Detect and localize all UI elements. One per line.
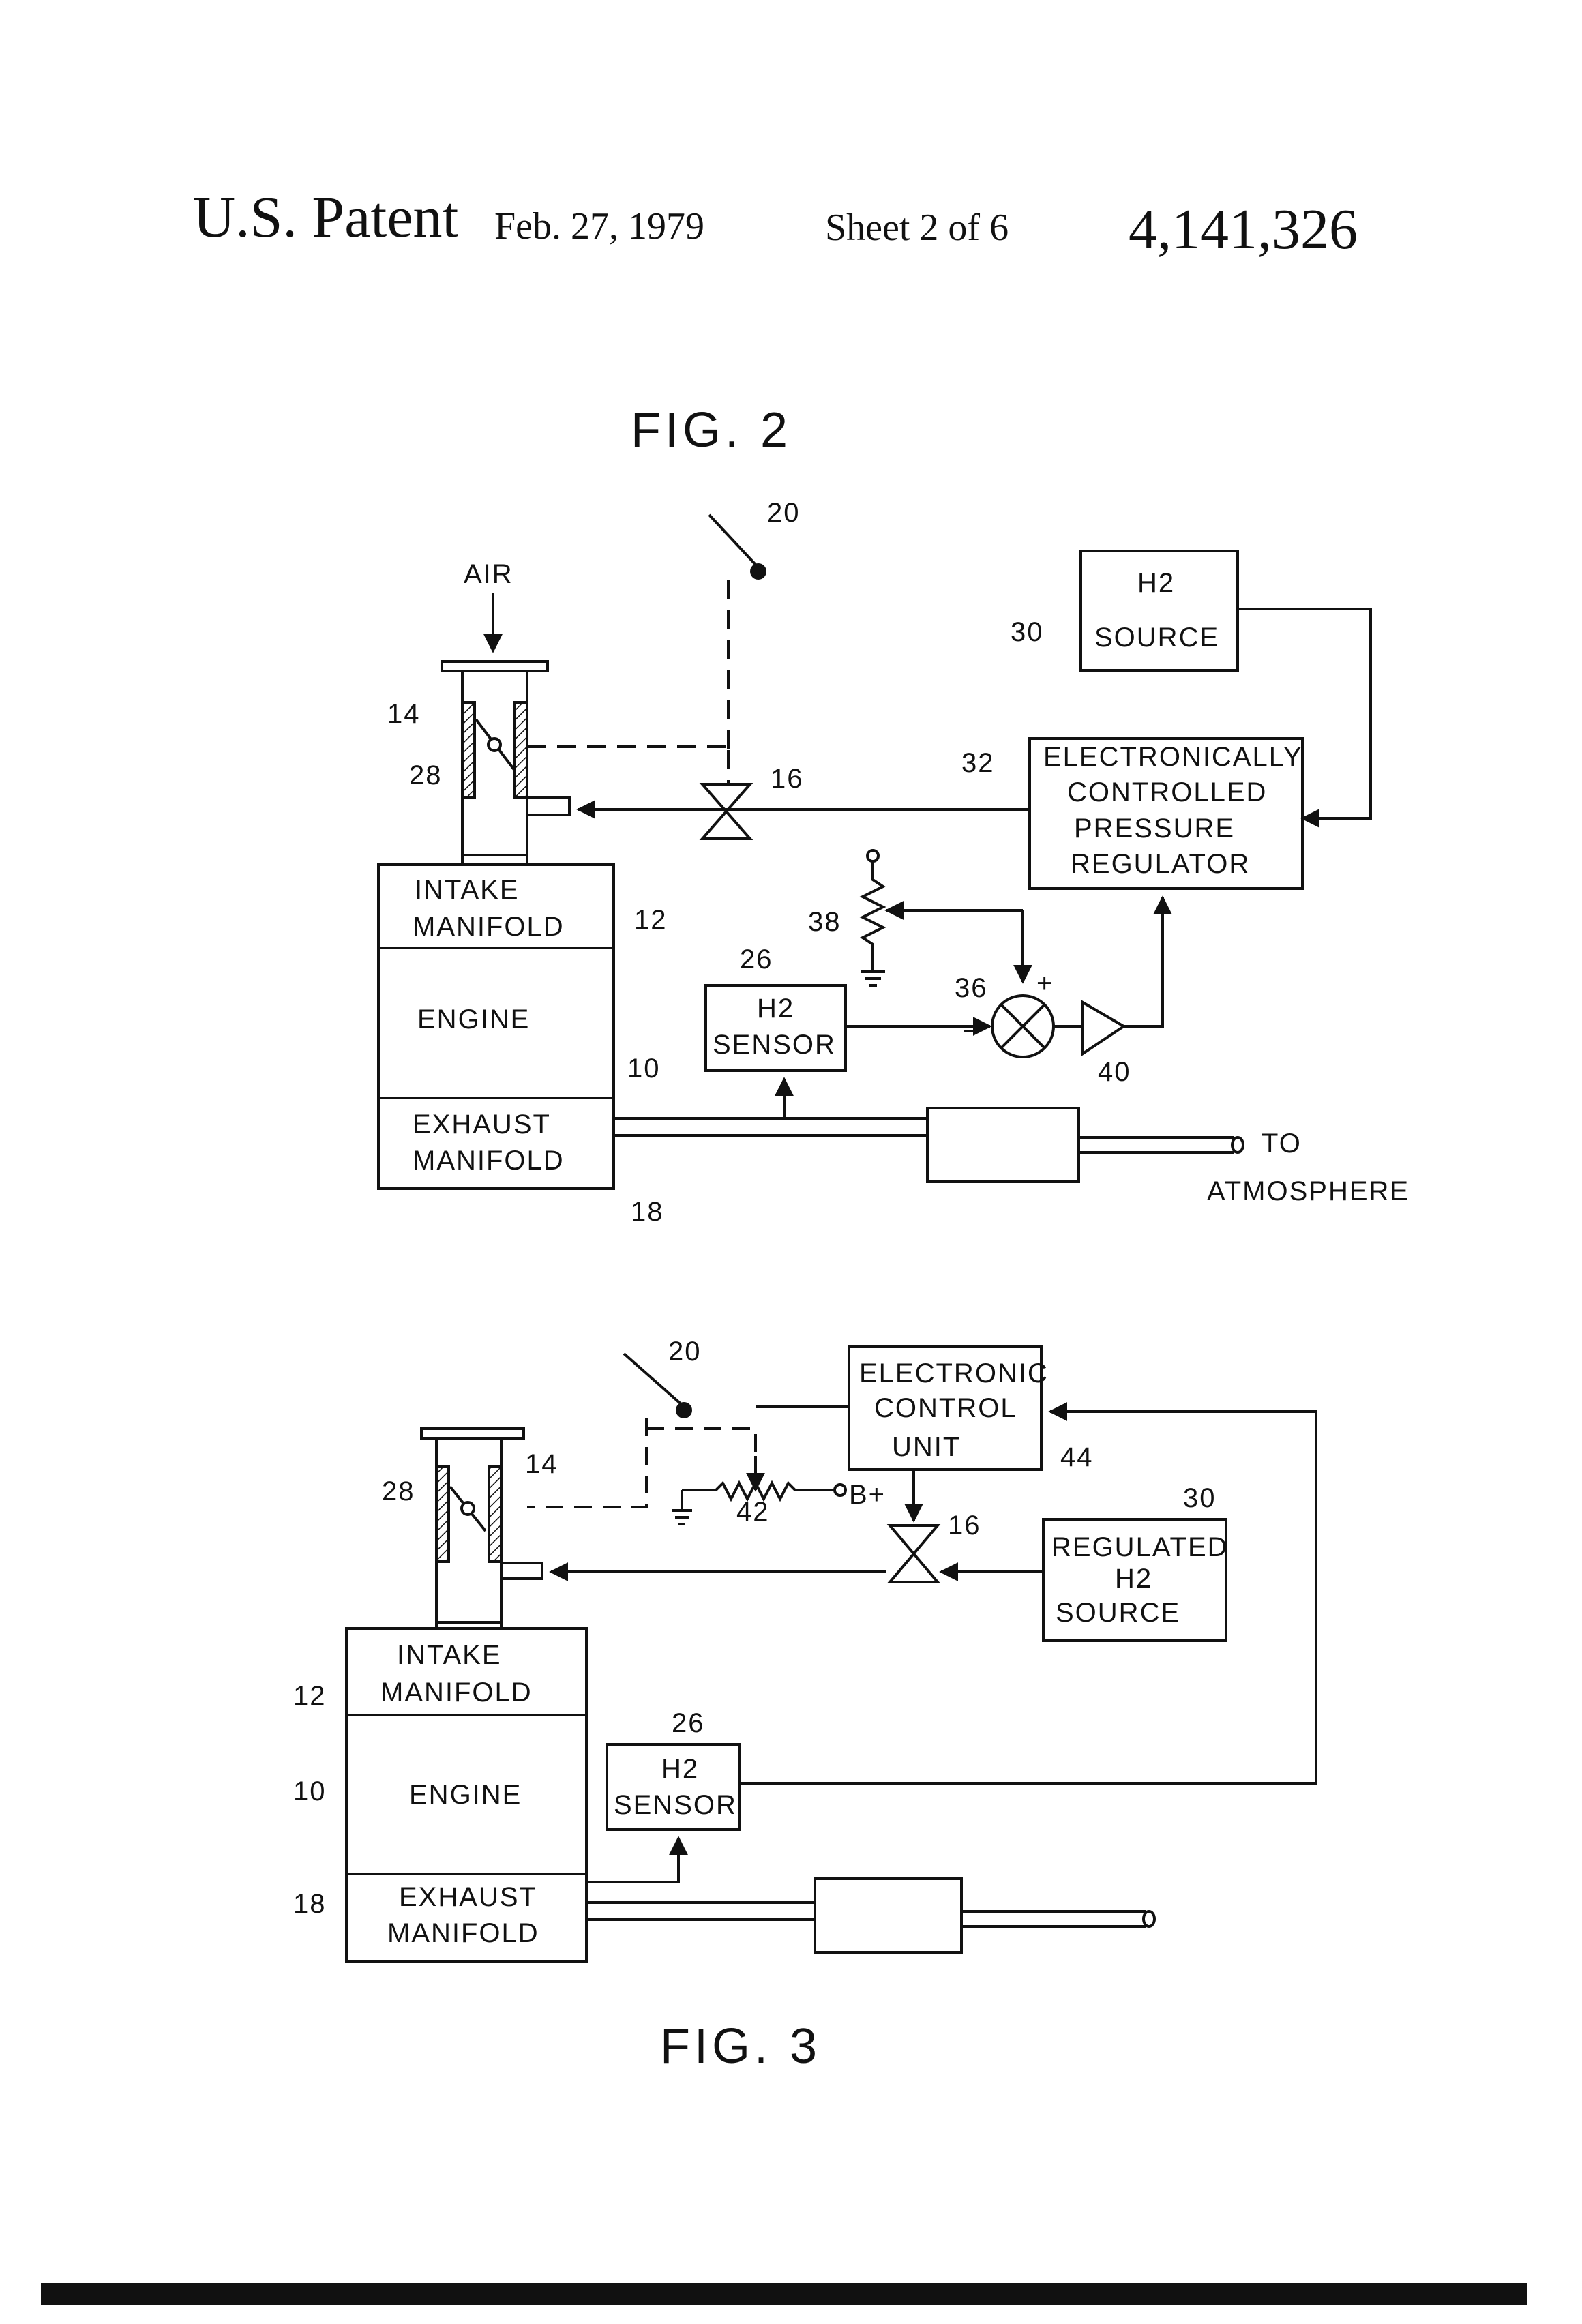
sensor-line2: SENSOR [713, 1030, 836, 1060]
pedal-pivot-icon [751, 565, 765, 578]
ecu-line3: UNIT [892, 1432, 961, 1462]
ref-20-fig3: 20 [668, 1337, 702, 1367]
ref-30-fig3: 30 [1183, 1483, 1217, 1513]
amplifier-40-icon [1083, 1002, 1124, 1054]
regulator-line1: ELECTRONICALLY [1043, 742, 1303, 772]
ref-28: 28 [409, 760, 443, 790]
ground-icon-fig2 [861, 972, 885, 985]
sensor-input-line [614, 1079, 784, 1118]
minus-sign: − [963, 1016, 980, 1046]
ref-14-fig3: 14 [525, 1449, 558, 1479]
ref-16: 16 [771, 764, 804, 794]
fig2: FIG. 2 AIR H2 SOURCE ELECTRONICALLY [378, 403, 1409, 1227]
bplus-label: B+ [849, 1480, 886, 1510]
throat-wall-right-fig3 [489, 1466, 501, 1562]
ref-42-fig3: 42 [736, 1497, 770, 1527]
regulator-line4: REGULATOR [1071, 849, 1250, 879]
ref-18: 18 [631, 1197, 664, 1227]
to-label: TO [1262, 1129, 1302, 1159]
air-cleaner-cap [442, 661, 548, 671]
h2-nozzle-fig3 [501, 1563, 542, 1579]
muffler-fig2 [927, 1108, 1079, 1182]
ecu-line1: ELECTRONIC [859, 1358, 1049, 1388]
pot-38-terminal [867, 850, 878, 861]
exhaust-line1: EXHAUST [413, 1109, 551, 1139]
source-line3: SOURCE [1056, 1598, 1180, 1628]
tailpipe-end-fig3 [1144, 1911, 1154, 1926]
throttle-pivot-icon [488, 739, 501, 751]
ref-38: 38 [808, 907, 841, 937]
throat-wall-right [515, 702, 527, 798]
tailpipe-end [1232, 1137, 1243, 1152]
h2-nozzle [527, 798, 569, 815]
ref-10: 10 [627, 1054, 661, 1084]
sensor-line1: H2 [757, 994, 794, 1024]
page-bottom-rule [41, 2283, 1527, 2305]
intake-line2-fig3: MANIFOLD [380, 1678, 533, 1708]
ref-26: 26 [740, 944, 773, 974]
valve-16-icon-fig3 [890, 1525, 938, 1582]
engine-label: ENGINE [417, 1004, 530, 1034]
regulator-line2: CONTROLLED [1067, 777, 1267, 807]
pedal-pivot-icon-fig3 [677, 1403, 691, 1417]
exhaust-line2-fig3: MANIFOLD [387, 1918, 539, 1948]
exhaust-line1-fig3: EXHAUST [399, 1882, 537, 1912]
accelerator-pedal [709, 515, 757, 566]
sensor-input-line-fig3 [586, 1838, 678, 1882]
ref-20: 20 [767, 498, 801, 528]
ref-28-fig3: 28 [382, 1476, 415, 1506]
bplus-terminal [835, 1485, 846, 1495]
intake-line1: INTAKE [415, 875, 520, 905]
air-label: AIR [464, 559, 513, 589]
ecu-line2: CONTROL [874, 1393, 1017, 1423]
atmosphere-label: ATMOSPHERE [1207, 1176, 1409, 1206]
ground-icon-fig3 [672, 1490, 692, 1524]
throat-wall-left-fig3 [436, 1466, 449, 1562]
ref-36: 36 [955, 973, 988, 1003]
amp-to-regulator [1124, 897, 1163, 1026]
fig3-title: FIG. 3 [660, 2019, 821, 2074]
ref-14: 14 [387, 699, 421, 729]
exhaust-line2: MANIFOLD [413, 1146, 565, 1176]
pot-38-resistor [863, 861, 883, 972]
throttle-pivot-icon-fig3 [462, 1502, 474, 1515]
ref-32: 32 [961, 748, 995, 778]
sensor-line2-fig3: SENSOR [614, 1790, 737, 1820]
ref-44-fig3: 44 [1060, 1442, 1094, 1472]
ref-40: 40 [1098, 1057, 1131, 1087]
ref-12-fig3: 12 [293, 1681, 327, 1711]
engine-label-fig3: ENGINE [409, 1780, 522, 1810]
ref-30: 30 [1011, 617, 1044, 647]
throttle-linkage-fig3 [527, 1418, 756, 1507]
source-line2: H2 [1115, 1564, 1152, 1594]
source-line1: REGULATED [1051, 1532, 1229, 1562]
fig3: B+ ELECTRONIC CONTROL UNIT REGULATED H2 … [293, 1337, 1316, 2074]
h2-source-line2: SOURCE [1094, 623, 1219, 653]
throat-wall-left [462, 702, 475, 798]
ref-26-fig3: 26 [672, 1708, 705, 1738]
muffler-fig3 [815, 1879, 961, 1952]
h2-source-line1: H2 [1137, 568, 1175, 598]
fig2-title: FIG. 2 [631, 403, 792, 458]
sensor-line1-fig3: H2 [661, 1754, 699, 1784]
regulator-line3: PRESSURE [1074, 814, 1235, 844]
air-cleaner-cap-fig3 [421, 1429, 524, 1438]
ref-16-fig3: 16 [948, 1510, 981, 1540]
sensor-to-ecu [740, 1412, 1316, 1783]
ref-18-fig3: 18 [293, 1889, 327, 1919]
intake-line2: MANIFOLD [413, 912, 565, 942]
ref-12: 12 [634, 905, 668, 935]
throttle-linkage [527, 580, 728, 784]
ref-10-fig3: 10 [293, 1776, 327, 1806]
plus-sign: + [1036, 968, 1054, 998]
intake-line1-fig3: INTAKE [397, 1640, 502, 1670]
